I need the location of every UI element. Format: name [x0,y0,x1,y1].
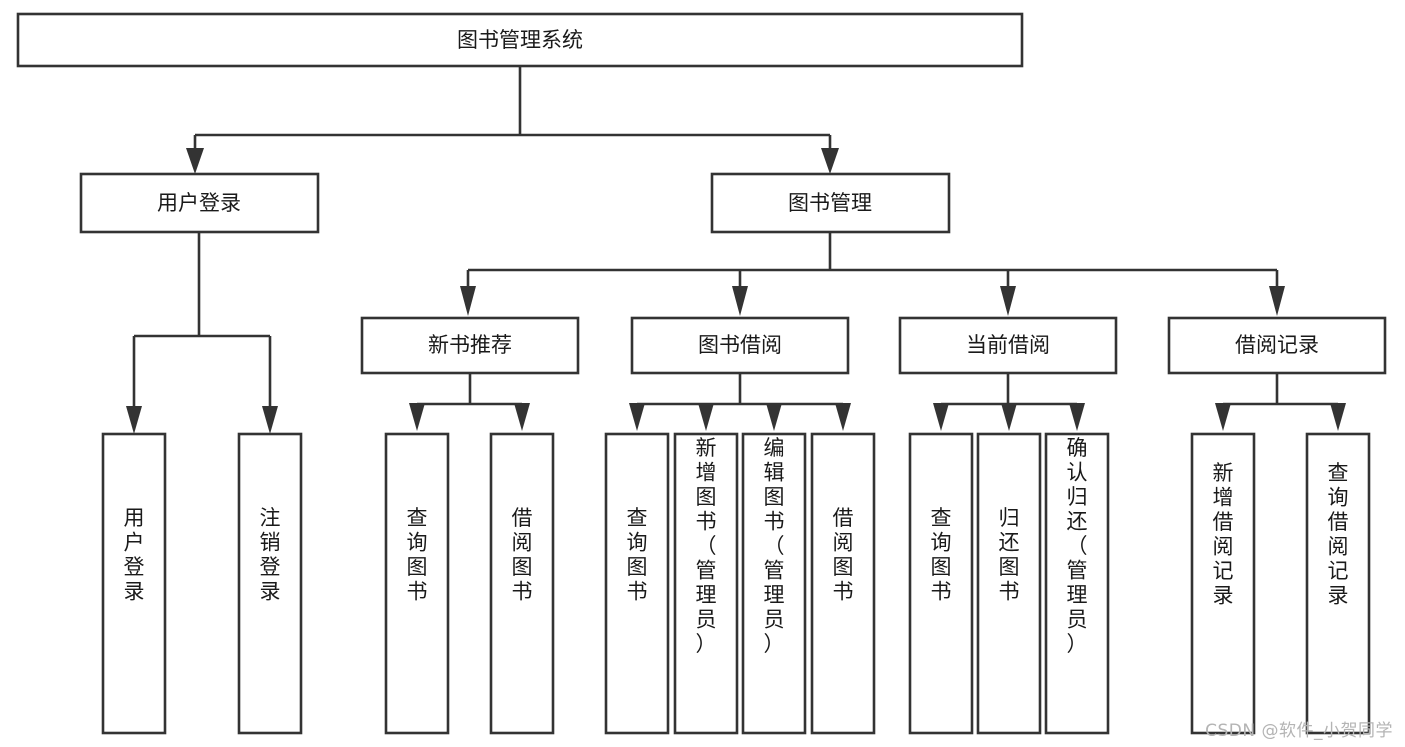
arrow-bookmgmt-child-3 [1000,286,1016,316]
node-borrow-record-box[interactable] [1167,316,1387,375]
arrow-userlogin-leaf-1 [126,406,142,434]
leaf-borrow-1-box[interactable] [604,432,670,735]
leaf-record-2-label: 查询借阅记录 [1328,461,1349,608]
leaf-user-login-1[interactable]: 用户登录 [101,432,167,735]
leaf-current-2[interactable]: 归还图书 [976,432,1042,735]
node-new-book-recommend-label: 新书推荐 [428,333,512,357]
node-current-borrow-label: 当前借阅 [966,333,1050,357]
leaf-borrow-3-label: 编辑图书（管理员） [764,436,785,656]
leaf-new-book-2[interactable]: 借阅图书 [489,432,555,735]
node-root-system[interactable]: 图书管理系统 [16,12,1024,68]
node-book-management-box[interactable] [710,172,951,234]
leaf-current-3-label: 确认归还（管理员） [1067,436,1088,656]
arrow-current-leaf-1 [933,403,949,431]
leaf-borrow-3-box[interactable] [741,432,807,735]
arrow-bookmgmt-child-2 [732,286,748,316]
leaf-borrow-4[interactable]: 借阅图书 [810,432,876,735]
node-root-label: 图书管理系统 [457,28,583,52]
arrow-borrow-leaf-2 [698,403,714,431]
leaf-record-2[interactable]: 查询借阅记录 [1305,432,1371,735]
leaf-borrow-1-label: 查询图书 [627,506,648,604]
node-book-management[interactable]: 图书管理 [710,172,951,234]
leaf-borrow-4-label: 借阅图书 [833,506,854,604]
leaf-user-login-2-label: 注销登录 [260,506,281,604]
node-book-borrow[interactable]: 图书借阅 [630,316,850,375]
arrow-bookmgmt-child-4 [1269,286,1285,316]
node-user-login-label: 用户登录 [157,191,241,215]
leaf-user-login-1-label: 用户登录 [124,506,145,604]
leaf-new-book-1[interactable]: 查询图书 [384,432,450,735]
leaf-record-1-box[interactable] [1190,432,1256,735]
node-current-borrow[interactable]: 当前借阅 [898,316,1118,375]
node-user-login[interactable]: 用户登录 [79,172,320,234]
arrow-record-leaf-2 [1330,403,1346,431]
leaf-borrow-1[interactable]: 查询图书 [604,432,670,735]
leaf-user-login-1-box[interactable] [101,432,167,735]
leaf-current-2-label: 归还图书 [999,506,1020,604]
node-borrow-record-label: 借阅记录 [1235,333,1319,357]
leaf-current-2-box[interactable] [976,432,1042,735]
node-current-borrow-box[interactable] [898,316,1118,375]
leaf-user-login-2[interactable]: 注销登录 [237,432,303,735]
arrow-current-leaf-3 [1069,403,1085,431]
leaf-new-book-2-box[interactable] [489,432,555,735]
leaf-borrow-3[interactable]: 编辑图书（管理员） [741,432,807,735]
node-root-box[interactable] [16,12,1024,68]
node-borrow-record[interactable]: 借阅记录 [1167,316,1387,375]
leaf-borrow-2-box[interactable] [673,432,739,735]
connector-layer [126,66,1346,434]
leaf-record-1-label: 新增借阅记录 [1213,461,1234,608]
leaf-current-3[interactable]: 确认归还（管理员） [1044,432,1110,735]
arrow-record-leaf-1 [1215,403,1231,431]
leaf-current-1-box[interactable] [908,432,974,735]
arrow-borrow-leaf-4 [835,403,851,431]
node-new-book-recommend[interactable]: 新书推荐 [360,316,580,375]
csdn-watermark: CSDN @软件_小贺同学 [1205,721,1393,741]
leaf-borrow-2-label: 新增图书（管理员） [696,436,717,656]
arrow-userlogin-leaf-2 [262,406,278,434]
arrow-root-to-user-login [186,148,204,174]
arrow-borrow-leaf-1 [629,403,645,431]
leaf-user-login-2-box[interactable] [237,432,303,735]
leaf-new-book-1-label: 查询图书 [407,506,428,604]
leaf-current-3-box[interactable] [1044,432,1110,735]
node-user-login-box[interactable] [79,172,320,234]
arrow-newbook-leaf-2 [514,403,530,431]
arrow-newbook-leaf-1 [409,403,425,431]
node-book-borrow-label: 图书借阅 [698,333,782,357]
leaf-record-1[interactable]: 新增借阅记录 [1190,432,1256,735]
arrow-borrow-leaf-3 [766,403,782,431]
leaf-borrow-4-box[interactable] [810,432,876,735]
node-book-management-label: 图书管理 [788,191,872,215]
leaf-current-1[interactable]: 查询图书 [908,432,974,735]
leaf-new-book-2-label: 借阅图书 [512,506,533,604]
arrow-current-leaf-2 [1001,403,1017,431]
leaf-record-2-box[interactable] [1305,432,1371,735]
leaf-new-book-1-box[interactable] [384,432,450,735]
leaf-current-1-label: 查询图书 [931,506,952,604]
node-new-book-recommend-box[interactable] [360,316,580,375]
leaf-borrow-2[interactable]: 新增图书（管理员） [673,432,739,735]
arrow-bookmgmt-child-1 [460,286,476,316]
arrow-root-to-book-mgmt [821,148,839,174]
node-book-borrow-box[interactable] [630,316,850,375]
